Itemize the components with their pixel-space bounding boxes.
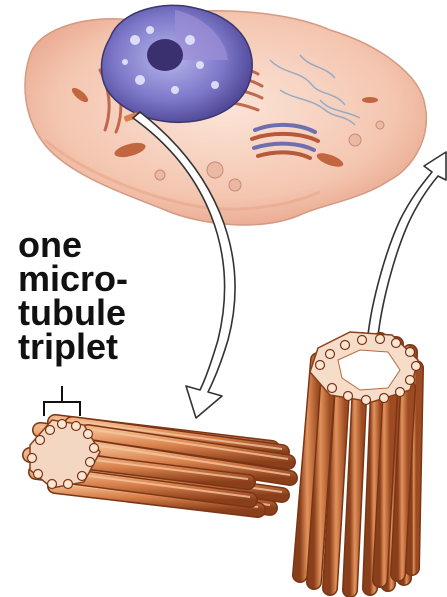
microtubule-ring bbox=[406, 348, 415, 357]
nucleus-illustration bbox=[101, 5, 252, 122]
microtubule-ring bbox=[48, 480, 57, 489]
microtubule-ring bbox=[344, 392, 353, 401]
microtubule-ring bbox=[396, 388, 405, 397]
microtubule-ring bbox=[72, 422, 81, 431]
microtubule-ring bbox=[316, 361, 325, 370]
nucleolus bbox=[147, 39, 183, 71]
microtubule-ring bbox=[326, 350, 335, 359]
microtubule-ring bbox=[90, 444, 99, 453]
microtubule-ring bbox=[64, 480, 73, 489]
animal-cell-illustration bbox=[25, 5, 426, 225]
microtubule-ring bbox=[58, 420, 67, 429]
microtubule-ring bbox=[78, 472, 87, 481]
microtubule-ring bbox=[376, 335, 385, 344]
microtubule-ring bbox=[28, 454, 37, 463]
label-line-4: triplet bbox=[18, 330, 168, 364]
centriole-upright-view bbox=[300, 332, 421, 590]
microtubule-triplet-label: one micro- tubule triplet bbox=[18, 228, 168, 364]
microtubule-ring bbox=[362, 396, 371, 405]
microtubule-ring bbox=[86, 458, 95, 467]
microtubule-ring bbox=[412, 362, 421, 371]
microtubule-ring bbox=[36, 436, 45, 445]
triplet-bracket bbox=[44, 386, 80, 416]
microtubule-ring bbox=[341, 341, 350, 350]
microtubule-ring bbox=[358, 336, 367, 345]
label-line-2: micro- bbox=[18, 262, 168, 296]
microtubule-ring bbox=[406, 376, 415, 385]
microtubule-ring bbox=[46, 426, 55, 435]
microtubule-ring bbox=[84, 430, 93, 439]
label-line-1: one bbox=[18, 228, 168, 262]
label-line-3: tubule bbox=[18, 296, 168, 330]
microtubule-ring bbox=[34, 470, 43, 479]
microtubule-ring bbox=[380, 394, 389, 403]
microtubule-ring bbox=[392, 339, 401, 348]
microtubule-ring bbox=[328, 384, 337, 393]
centriole-side-view bbox=[28, 419, 291, 510]
